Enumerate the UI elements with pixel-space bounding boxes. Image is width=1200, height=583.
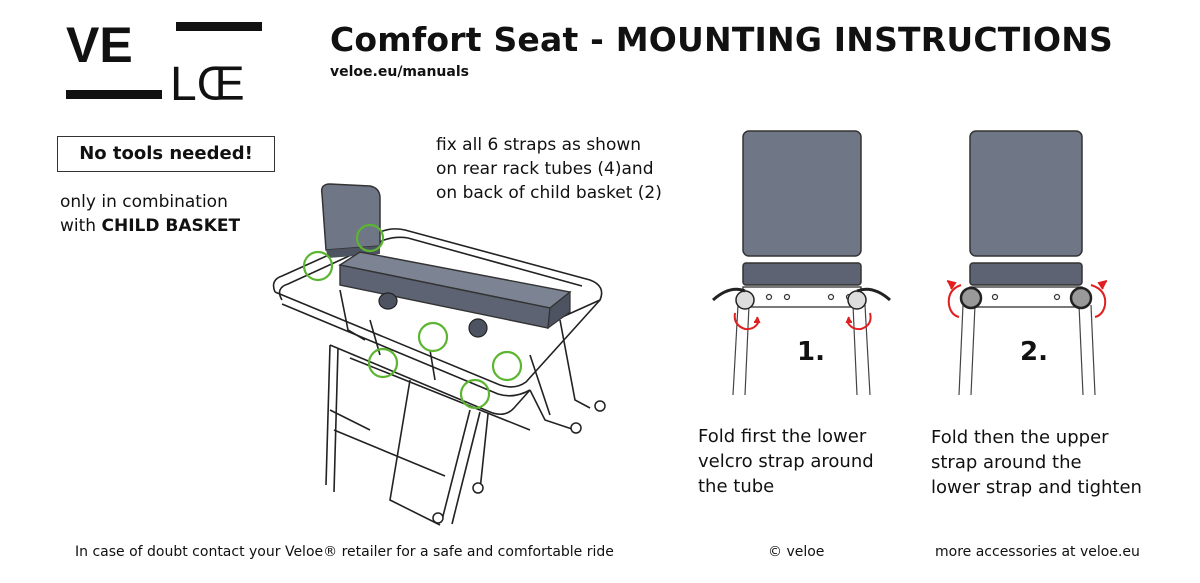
step-1-line-2: velcro strap around xyxy=(698,451,874,472)
step-1-line-1: Fold first the lower xyxy=(698,426,867,447)
footer-contact-note: In case of doubt contact your Veloe® ret… xyxy=(75,544,614,560)
page-title: Comfort Seat - MOUNTING INSTRUCTIONS xyxy=(330,20,1114,59)
seat-backrest xyxy=(320,183,381,258)
step-1-text: Fold first the lower velcro strap around… xyxy=(698,424,874,499)
step-2-backrest xyxy=(969,130,1083,257)
seat-cushion xyxy=(338,251,572,330)
step-2-text: Fold then the upper strap around the low… xyxy=(931,425,1142,500)
step-1-backrest xyxy=(742,130,862,257)
combination-line-2: with CHILD BASKET xyxy=(60,214,240,238)
step-1-arrows xyxy=(733,312,872,331)
logo-bar-top xyxy=(176,22,262,31)
combination-note: only in combination with CHILD BASKET xyxy=(60,190,240,238)
combination-prefix: with xyxy=(60,216,102,236)
step-1-number: 1. xyxy=(797,337,825,367)
strap-marker-2 xyxy=(355,223,385,253)
straps-line-3: on back of child basket (2) xyxy=(436,183,662,203)
straps-line-2: on rear rack tubes (4)and xyxy=(436,159,654,179)
strap-marker-6 xyxy=(459,378,491,410)
no-tools-badge: No tools needed! xyxy=(57,136,275,172)
step-2-illustration xyxy=(946,130,1108,395)
footer-accessories-link[interactable]: more accessories at veloe.eu xyxy=(935,544,1140,560)
logo-bar-bottom xyxy=(66,90,162,99)
step-2-number: 2. xyxy=(1020,337,1048,367)
rack-feet xyxy=(432,400,606,524)
strap-marker-4 xyxy=(367,347,399,379)
strap-loops xyxy=(378,292,488,338)
rack-seat-illustration xyxy=(272,183,606,526)
strap-marker-3 xyxy=(417,321,449,353)
strap-marker-5 xyxy=(491,350,523,382)
veloe-logo: VE LŒ xyxy=(66,18,262,108)
straps-note: fix all 6 straps as shown on rear rack t… xyxy=(436,133,662,205)
step-1-line-3: the tube xyxy=(698,476,775,497)
logo-text-bottom: LŒ xyxy=(170,58,245,108)
straps-line-1: fix all 6 straps as shown xyxy=(436,135,642,155)
child-basket-label: CHILD BASKET xyxy=(101,216,241,236)
manual-url[interactable]: veloe.eu/manuals xyxy=(330,64,469,80)
step-2-line-2: strap around the xyxy=(931,452,1082,473)
logo-text-top: VE xyxy=(66,18,133,73)
step-2-line-3: lower strap and tighten xyxy=(931,477,1142,498)
step-2-line-1: Fold then the upper xyxy=(931,427,1109,448)
rack-frame xyxy=(272,228,603,526)
combination-line-1: only in combination xyxy=(60,192,228,212)
footer-copyright: © veloe xyxy=(768,544,825,560)
strap-position-markers xyxy=(302,223,523,410)
step-2-arrows xyxy=(946,280,1108,318)
strap-marker-1 xyxy=(302,250,334,282)
step-1-illustration xyxy=(712,130,891,395)
